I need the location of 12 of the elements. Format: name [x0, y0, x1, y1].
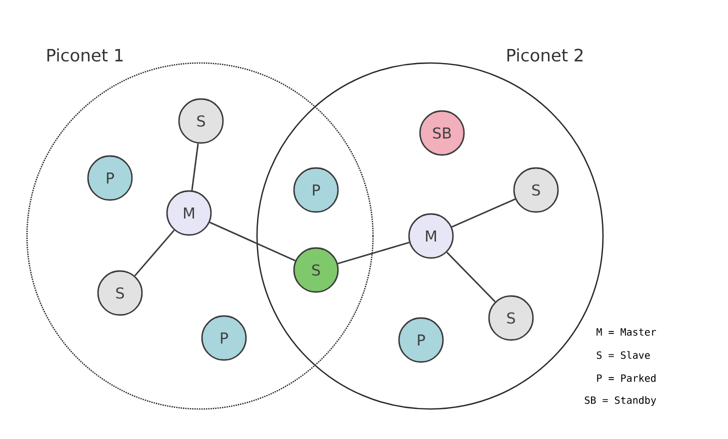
link-line	[452, 198, 516, 228]
legend-entry: P = Parked	[597, 374, 656, 382]
link-line	[134, 230, 175, 276]
legend-entry: M = Master	[596, 328, 656, 336]
link-line	[209, 222, 296, 262]
link-line	[338, 242, 410, 264]
link-line	[446, 252, 496, 302]
legend-entry: S = Slave	[596, 351, 650, 359]
legend-entry: SB = Standby	[584, 396, 656, 406]
link-line	[191, 143, 199, 191]
piconet-title: Piconet 1	[47, 48, 123, 62]
piconet-title: Piconet 2	[507, 48, 583, 62]
